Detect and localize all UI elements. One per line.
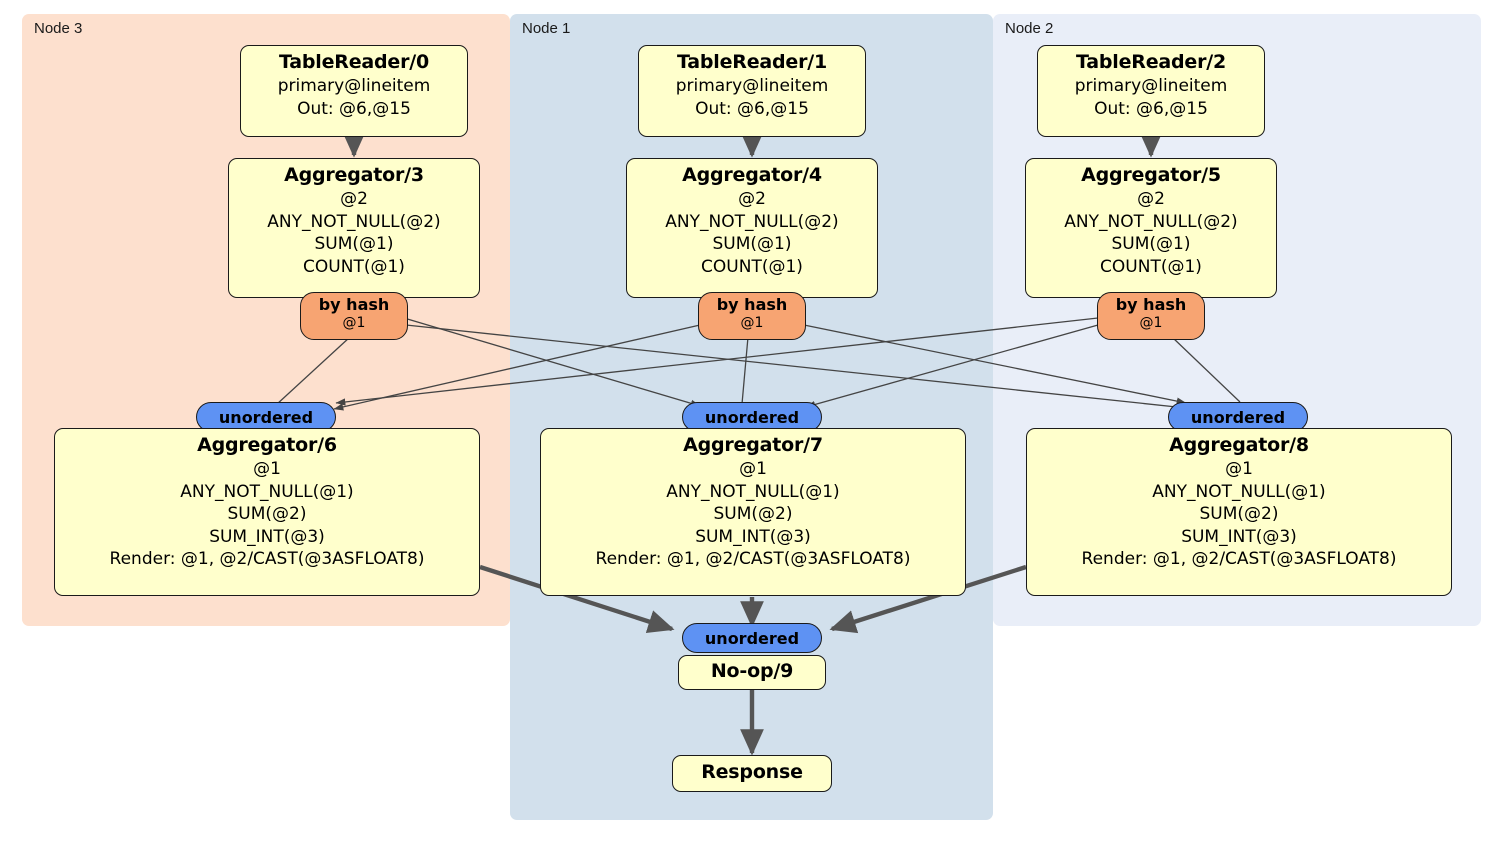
router-title: by hash: [1115, 295, 1187, 314]
input-sync-unordered-9[interactable]: unordered: [682, 623, 822, 653]
processor-aggregator-7[interactable]: Aggregator/7 @1 ANY_NOT_NULL(@1) SUM(@2)…: [540, 428, 966, 596]
processor-line: @1: [739, 459, 767, 480]
processor-line: ANY_NOT_NULL(@1): [180, 481, 354, 502]
processor-table-reader-2[interactable]: TableReader/2 primary@lineitem Out: @6,@…: [1037, 45, 1265, 137]
processor-line: @2: [738, 189, 766, 210]
processor-line: ANY_NOT_NULL(@2): [665, 211, 839, 232]
processor-line: @1: [253, 459, 281, 480]
output-router-by-hash-5[interactable]: by hash @1: [1097, 292, 1205, 340]
node-panel-label-node1: Node 1: [522, 20, 571, 37]
processor-line: SUM(@1): [712, 234, 792, 255]
router-title: by hash: [716, 295, 788, 314]
processor-line: SUM_INT(@3): [1181, 526, 1297, 547]
sync-label: unordered: [218, 407, 314, 427]
processor-line: SUM(@2): [227, 504, 307, 525]
processor-line: ANY_NOT_NULL(@2): [1064, 211, 1238, 232]
processor-table-reader-1[interactable]: TableReader/1 primary@lineitem Out: @6,@…: [638, 45, 866, 137]
processor-line: @1: [1225, 459, 1253, 480]
processor-line: ANY_NOT_NULL(@1): [666, 481, 840, 502]
processor-line: SUM(@1): [1111, 234, 1191, 255]
processor-title: No-op/9: [710, 660, 794, 682]
router-detail: @1: [1139, 314, 1163, 331]
processor-title: Aggregator/7: [683, 434, 823, 456]
node-panel-label-node2: Node 2: [1005, 20, 1054, 37]
processor-line: ANY_NOT_NULL(@1): [1152, 481, 1326, 502]
processor-aggregator-5[interactable]: Aggregator/5 @2 ANY_NOT_NULL(@2) SUM(@1)…: [1025, 158, 1277, 298]
processor-line: primary@lineitem: [675, 76, 829, 97]
router-title: by hash: [318, 295, 390, 314]
output-router-by-hash-4[interactable]: by hash @1: [698, 292, 806, 340]
input-sync-unordered-6[interactable]: unordered: [196, 402, 336, 432]
processor-line: Out: @6,@15: [695, 98, 809, 119]
processor-title: TableReader/1: [676, 51, 828, 73]
processor-title: Aggregator/8: [1169, 434, 1309, 456]
processor-line: @2: [340, 189, 368, 210]
processor-title: Aggregator/5: [1081, 164, 1221, 186]
processor-line: COUNT(@1): [1100, 256, 1202, 277]
processor-line: SUM(@2): [713, 504, 793, 525]
processor-title: TableReader/0: [278, 51, 430, 73]
processor-title: Aggregator/6: [197, 434, 337, 456]
output-router-by-hash-3[interactable]: by hash @1: [300, 292, 408, 340]
processor-line: COUNT(@1): [303, 256, 405, 277]
processor-line: SUM_INT(@3): [209, 526, 325, 547]
processor-line: Out: @6,@15: [297, 98, 411, 119]
sync-label: unordered: [1190, 407, 1286, 427]
processor-table-reader-0[interactable]: TableReader/0 primary@lineitem Out: @6,@…: [240, 45, 468, 137]
processor-aggregator-4[interactable]: Aggregator/4 @2 ANY_NOT_NULL(@2) SUM(@1)…: [626, 158, 878, 298]
processor-line: Out: @6,@15: [1094, 98, 1208, 119]
processor-noop-9[interactable]: No-op/9: [678, 655, 826, 690]
processor-line: @2: [1137, 189, 1165, 210]
sync-label: unordered: [704, 628, 800, 648]
processor-title: Aggregator/4: [682, 164, 822, 186]
processor-line: ANY_NOT_NULL(@2): [267, 211, 441, 232]
processor-title: Aggregator/3: [284, 164, 424, 186]
processor-title: Response: [701, 761, 803, 783]
processor-line: SUM_INT(@3): [695, 526, 811, 547]
processor-line: primary@lineitem: [277, 76, 431, 97]
processor-response[interactable]: Response: [672, 755, 832, 792]
processor-line: primary@lineitem: [1074, 76, 1228, 97]
processor-line: Render: @1, @2/CAST(@3ASFLOAT8): [109, 549, 425, 570]
router-detail: @1: [342, 314, 366, 331]
processor-line: SUM(@1): [314, 234, 394, 255]
processor-aggregator-3[interactable]: Aggregator/3 @2 ANY_NOT_NULL(@2) SUM(@1)…: [228, 158, 480, 298]
router-detail: @1: [740, 314, 764, 331]
processor-line: SUM(@2): [1199, 504, 1279, 525]
processor-line: Render: @1, @2/CAST(@3ASFLOAT8): [1081, 549, 1397, 570]
node-panel-label-node3: Node 3: [34, 20, 83, 37]
processor-title: TableReader/2: [1075, 51, 1227, 73]
input-sync-unordered-7[interactable]: unordered: [682, 402, 822, 432]
sync-label: unordered: [704, 407, 800, 427]
processor-aggregator-6[interactable]: Aggregator/6 @1 ANY_NOT_NULL(@1) SUM(@2)…: [54, 428, 480, 596]
processor-line: Render: @1, @2/CAST(@3ASFLOAT8): [595, 549, 911, 570]
processor-aggregator-8[interactable]: Aggregator/8 @1 ANY_NOT_NULL(@1) SUM(@2)…: [1026, 428, 1452, 596]
processor-line: COUNT(@1): [701, 256, 803, 277]
